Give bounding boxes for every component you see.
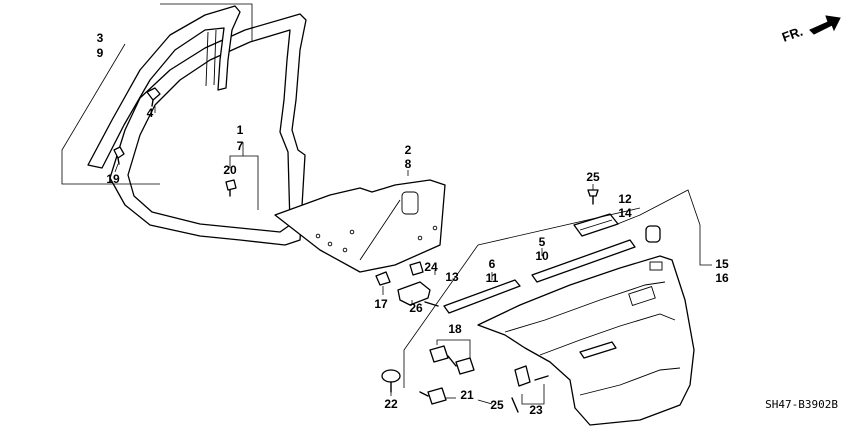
clip-21 — [419, 387, 447, 405]
screw-25-top — [587, 189, 599, 205]
clip-19 — [113, 146, 125, 165]
callout-labels: 1 7 2 8 3 9 4 5 10 6 11 12 14 13 15 16 1… — [97, 31, 729, 417]
callout-1: 1 — [237, 123, 244, 137]
fr-label: FR. — [780, 24, 805, 45]
callout-11: 11 — [486, 271, 499, 285]
callout-7: 7 — [237, 139, 244, 153]
clip-23 — [514, 365, 549, 387]
callout-17: 17 — [374, 297, 388, 311]
door-weatherstrip — [109, 13, 307, 246]
screw-25-bottom — [511, 397, 519, 413]
door-lining — [477, 255, 695, 426]
switch-panel — [573, 213, 619, 237]
clip-18 — [429, 345, 475, 375]
callout-8: 8 — [405, 157, 412, 171]
callout-25-bottom: 25 — [490, 398, 504, 412]
bracket-13 — [397, 261, 439, 307]
callout-24: 24 — [424, 260, 438, 274]
front-direction-indicator: FR. — [780, 15, 841, 45]
callout-25-top: 25 — [586, 170, 600, 184]
hole-seal — [274, 179, 446, 273]
molding-6 — [443, 279, 521, 314]
clip-17 — [375, 271, 391, 286]
callout-13: 13 — [445, 270, 459, 284]
callout-16: 16 — [715, 271, 729, 285]
callout-23: 23 — [529, 403, 543, 417]
callout-19: 19 — [106, 172, 120, 186]
callout-6: 6 — [489, 257, 496, 271]
callout-22: 22 — [384, 397, 398, 411]
sash-molding — [87, 5, 241, 169]
leader-lines — [61, 3, 712, 405]
callout-10: 10 — [535, 249, 549, 263]
callout-14: 14 — [618, 206, 632, 220]
callout-2: 2 — [405, 143, 412, 157]
callout-18: 18 — [448, 322, 462, 336]
callout-26: 26 — [409, 301, 423, 315]
diagram-code: SH47-B3902B — [765, 398, 838, 411]
callout-9: 9 — [97, 46, 104, 60]
clip-4 — [146, 87, 161, 107]
callout-15: 15 — [715, 257, 729, 271]
cap — [645, 225, 661, 243]
clip-22 — [381, 369, 401, 393]
molding-5 — [531, 239, 636, 283]
callout-12: 12 — [618, 192, 632, 206]
direction-arrow-icon — [809, 15, 841, 35]
callout-21: 21 — [460, 388, 474, 402]
callout-5: 5 — [539, 235, 546, 249]
callout-20: 20 — [223, 163, 237, 177]
callout-4: 4 — [147, 106, 154, 120]
callout-3: 3 — [97, 31, 104, 45]
clip-20 — [225, 179, 237, 197]
